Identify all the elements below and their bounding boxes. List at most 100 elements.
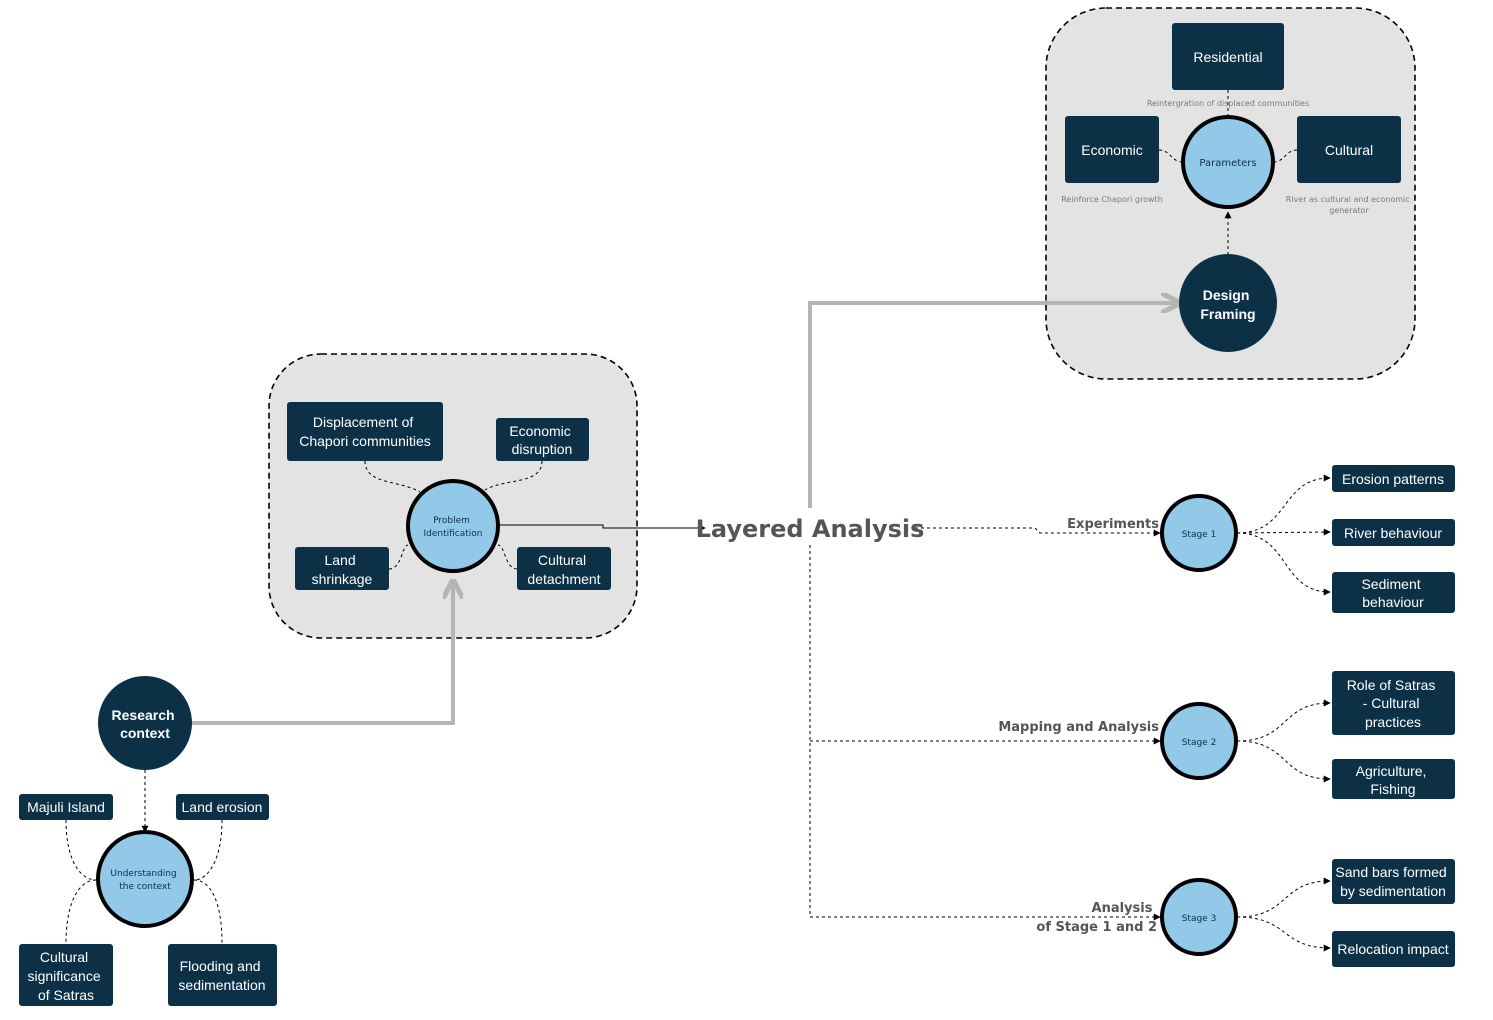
stage-branch-connector — [1236, 528, 1331, 536]
understanding-item-label: significance — [27, 968, 100, 984]
stage-label: Stage 2 — [1182, 738, 1217, 748]
stage-item-label: by sedimentation — [1340, 883, 1446, 899]
parameter-economic-label: Economic — [1081, 142, 1142, 158]
parameter-spoke-connector — [1273, 149, 1298, 163]
stage-label: Stage 1 — [1182, 530, 1217, 540]
svg-text:Flooding and sedimentati: Flooding and sedimentation — [178, 958, 265, 993]
svg-text:Majuli Island: Majuli Island — [27, 799, 105, 815]
svg-text:Displacement of Chapori: Displacement of Chapori communities — [299, 414, 431, 449]
problem-to-analysis-connector — [499, 524, 706, 532]
problem-item-label: Economic — [509, 423, 570, 439]
problem-item: Economic disruption — [496, 418, 589, 461]
svg-text:Understanding the contex: Understanding the context — [110, 869, 179, 892]
problem-item-label: detachment — [527, 571, 600, 587]
design-framing-node: Design Framing — [1179, 254, 1277, 352]
understanding-leaf-connector — [193, 879, 223, 945]
stage-item-label: Relocation impact — [1337, 941, 1448, 957]
research-context-label: Research — [112, 707, 175, 723]
understanding-leaf-connector — [193, 819, 223, 881]
stage-branch-label: Analysis of Stage 1 and 2 — [1036, 901, 1157, 935]
problem-item: Cultural detachment — [517, 547, 611, 590]
parameter-residential-label: Residential — [1193, 49, 1262, 65]
understanding-leaf-connector — [65, 879, 97, 945]
problem-label: Identification — [423, 529, 482, 539]
stage-branch-label-line: of Stage 1 and 2 — [1036, 920, 1157, 935]
design-framing-label: Design — [1203, 287, 1250, 303]
stage-item-label: behaviour — [1362, 594, 1424, 610]
problem-identification-node: Problem Identification — [406, 479, 500, 573]
problem-item-label: Displacement of — [313, 414, 413, 430]
problem-item: Displacement of Chapori communities — [287, 402, 443, 461]
parameter-cultural-caption-line: River as cultural and economic — [1286, 195, 1410, 204]
stage-item: Sand bars formed by sedimentation — [1332, 859, 1455, 904]
problem-label: Problem — [433, 516, 470, 526]
stage-item-label: Role of Satras — [1347, 677, 1436, 693]
parameter-spoke-connector — [1158, 149, 1183, 163]
stage-branch-connector — [1236, 532, 1331, 596]
svg-text:Design Framing: Design Framing — [1200, 287, 1255, 322]
stage-2-node: Stage 2 — [1160, 702, 1238, 780]
problem-leaf-connector — [497, 544, 518, 570]
parameters-label: Parameters — [1199, 158, 1256, 169]
problem-item-label: shrinkage — [312, 571, 373, 587]
parameters-node: Parameters — [1181, 115, 1275, 209]
stage-item-label: Fishing — [1370, 781, 1415, 797]
parameter-cultural-caption: River as cultural and economic generator — [1286, 195, 1412, 215]
stage-item-label: - Cultural — [1363, 695, 1420, 711]
understanding-item-label: Flooding and — [180, 958, 261, 974]
stage-item: Sediment behaviour — [1332, 572, 1455, 613]
stage-item: Role of Satras - Cultural practices — [1332, 671, 1455, 735]
problem-leaf-connector — [484, 460, 543, 491]
stage-label: Stage 3 — [1182, 914, 1217, 924]
stage-item: Erosion patterns — [1332, 465, 1455, 492]
stage-branch-label: Experiments — [1067, 517, 1159, 532]
stage-item: Agriculture, Fishing — [1332, 759, 1455, 799]
stage-branch-connector — [1236, 699, 1331, 742]
parameter-residential: Residential — [1172, 23, 1284, 90]
parameter-economic-caption: Reinforce Chapori growth — [1061, 195, 1163, 204]
understanding-item-label: Cultural — [40, 949, 88, 965]
svg-text:Problem Identification: Problem Identification — [423, 516, 482, 539]
problem-item-label: disruption — [512, 441, 573, 457]
problem-item-label: Chapori communities — [299, 433, 431, 449]
problem-item-label: Land — [324, 552, 355, 568]
svg-text:Sand bars formed by sedi: Sand bars formed by sedimentation — [1335, 864, 1450, 899]
svg-text:Land shrinkage: Land shrinkage — [312, 552, 373, 587]
understanding-item-label: Majuli Island — [27, 799, 105, 815]
connectors — [65, 90, 1331, 952]
understanding-item-label: of Satras — [38, 987, 94, 1003]
layered-analysis-title: Layered Analysis — [696, 515, 925, 543]
stage-branch-connector — [1236, 474, 1331, 534]
stage-3-node: Stage 3 — [1160, 878, 1238, 956]
stage-item: River behaviour — [1332, 519, 1455, 546]
stage-item-label: Erosion patterns — [1342, 471, 1444, 487]
parameter-cultural-caption-line: generator — [1329, 206, 1369, 215]
stage-item: Relocation impact — [1332, 931, 1455, 967]
parameter-cultural: Cultural — [1297, 116, 1401, 183]
stage-branch-connector — [1236, 877, 1331, 918]
understanding-item: Cultural significance of Satras — [19, 944, 113, 1006]
stage-branch-label-line: Analysis — [1092, 901, 1153, 916]
parameter-cultural-label: Cultural — [1325, 142, 1373, 158]
stage-1-node: Stage 1 — [1160, 494, 1238, 572]
understanding-item-label: sedimentation — [178, 977, 265, 993]
svg-text:Cultural significance: Cultural significance of Satras — [27, 949, 104, 1003]
stage-item-label: Sediment — [1361, 576, 1420, 592]
research-to-problem-connector — [190, 583, 453, 725]
svg-text:Agriculture, Fishing: Agriculture, Fishing — [1356, 763, 1431, 797]
stage-item-label: practices — [1365, 714, 1421, 730]
svg-text:Research context: Research context — [112, 707, 179, 741]
stage-item-label: River behaviour — [1344, 525, 1442, 541]
understanding-leaf-connector — [65, 819, 97, 881]
problem-leaf-connector — [364, 460, 421, 493]
stage-item-label: Agriculture, — [1356, 763, 1427, 779]
problem-item-label: Cultural — [538, 552, 586, 568]
understanding-node: Understanding the context — [96, 830, 194, 928]
stage-item-label: Sand bars formed — [1335, 864, 1446, 880]
understanding-label: Understanding — [110, 869, 176, 879]
problem-item: Land shrinkage — [295, 547, 389, 590]
svg-text:Economic disruption: Economic disruption — [509, 423, 574, 457]
research-context-node: Research context — [98, 676, 192, 770]
parameter-residential-caption: Reintergration of displaced communities — [1147, 99, 1309, 108]
